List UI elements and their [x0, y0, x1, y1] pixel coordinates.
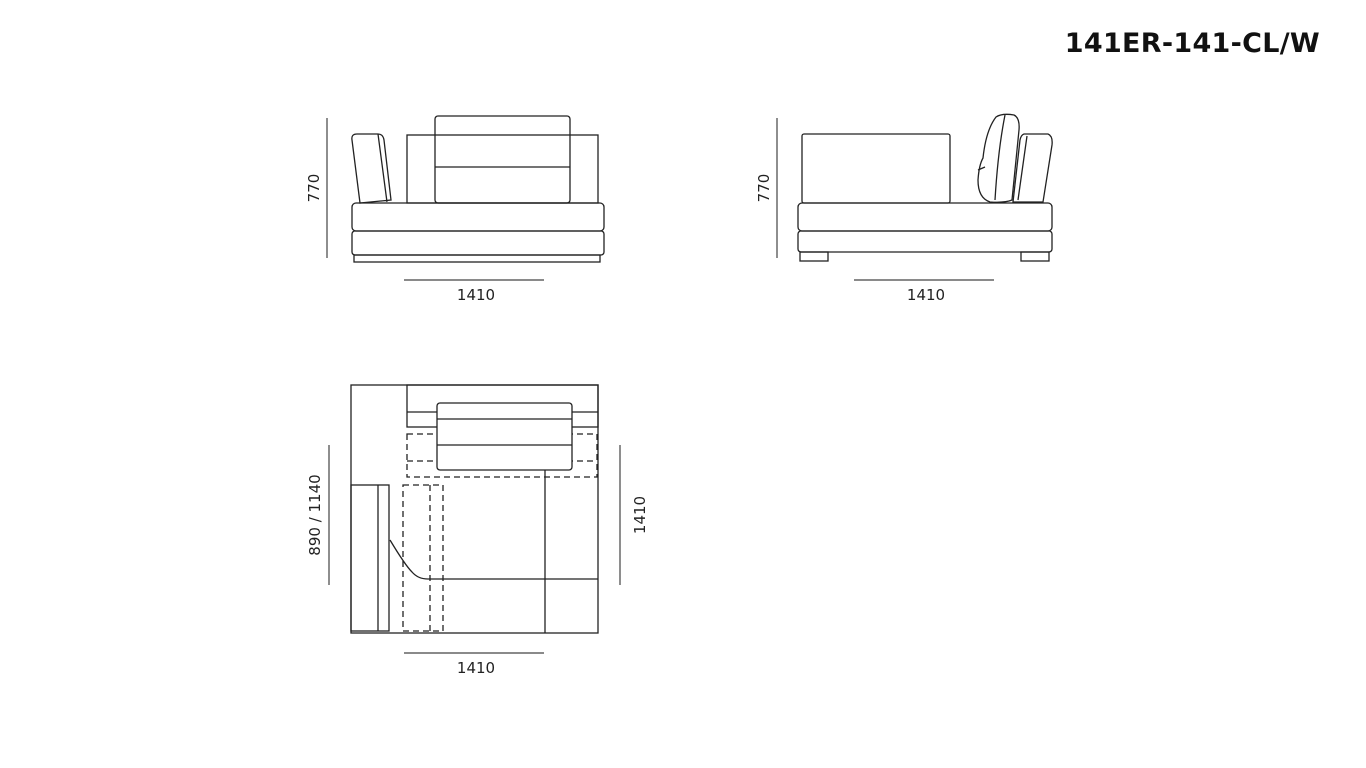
side-label: 1410 [631, 496, 649, 534]
seat [351, 202, 605, 232]
backrest [801, 133, 951, 204]
width-label: 1410 [457, 286, 495, 304]
arm-pillow [350, 484, 390, 632]
foot-right [1020, 251, 1050, 262]
base [797, 230, 1053, 253]
back-pillow [351, 133, 392, 204]
top-view: 890 / 1140 1410 1410 [306, 384, 649, 677]
model-code-title: 141ER-141-CL/W [1064, 28, 1320, 59]
seat [797, 202, 1053, 232]
height-label: 770 [305, 174, 323, 203]
height-label: 770 [755, 174, 773, 203]
front-view: 770 1410 [305, 115, 605, 304]
depth-label: 890 / 1140 [306, 474, 324, 555]
seat-cushion-edge [389, 539, 598, 580]
back-cushion [436, 402, 573, 471]
back-pillow [1012, 133, 1053, 203]
back-cushion [434, 115, 571, 204]
back-pillow-tall [977, 113, 1020, 203]
side-pillow-dashed [402, 484, 444, 632]
base [351, 230, 605, 256]
back-view: 770 1410 [755, 113, 1053, 304]
width-label: 1410 [907, 286, 945, 304]
foot-left [799, 251, 829, 262]
width-label: 1410 [457, 659, 495, 677]
plinth [353, 254, 601, 263]
